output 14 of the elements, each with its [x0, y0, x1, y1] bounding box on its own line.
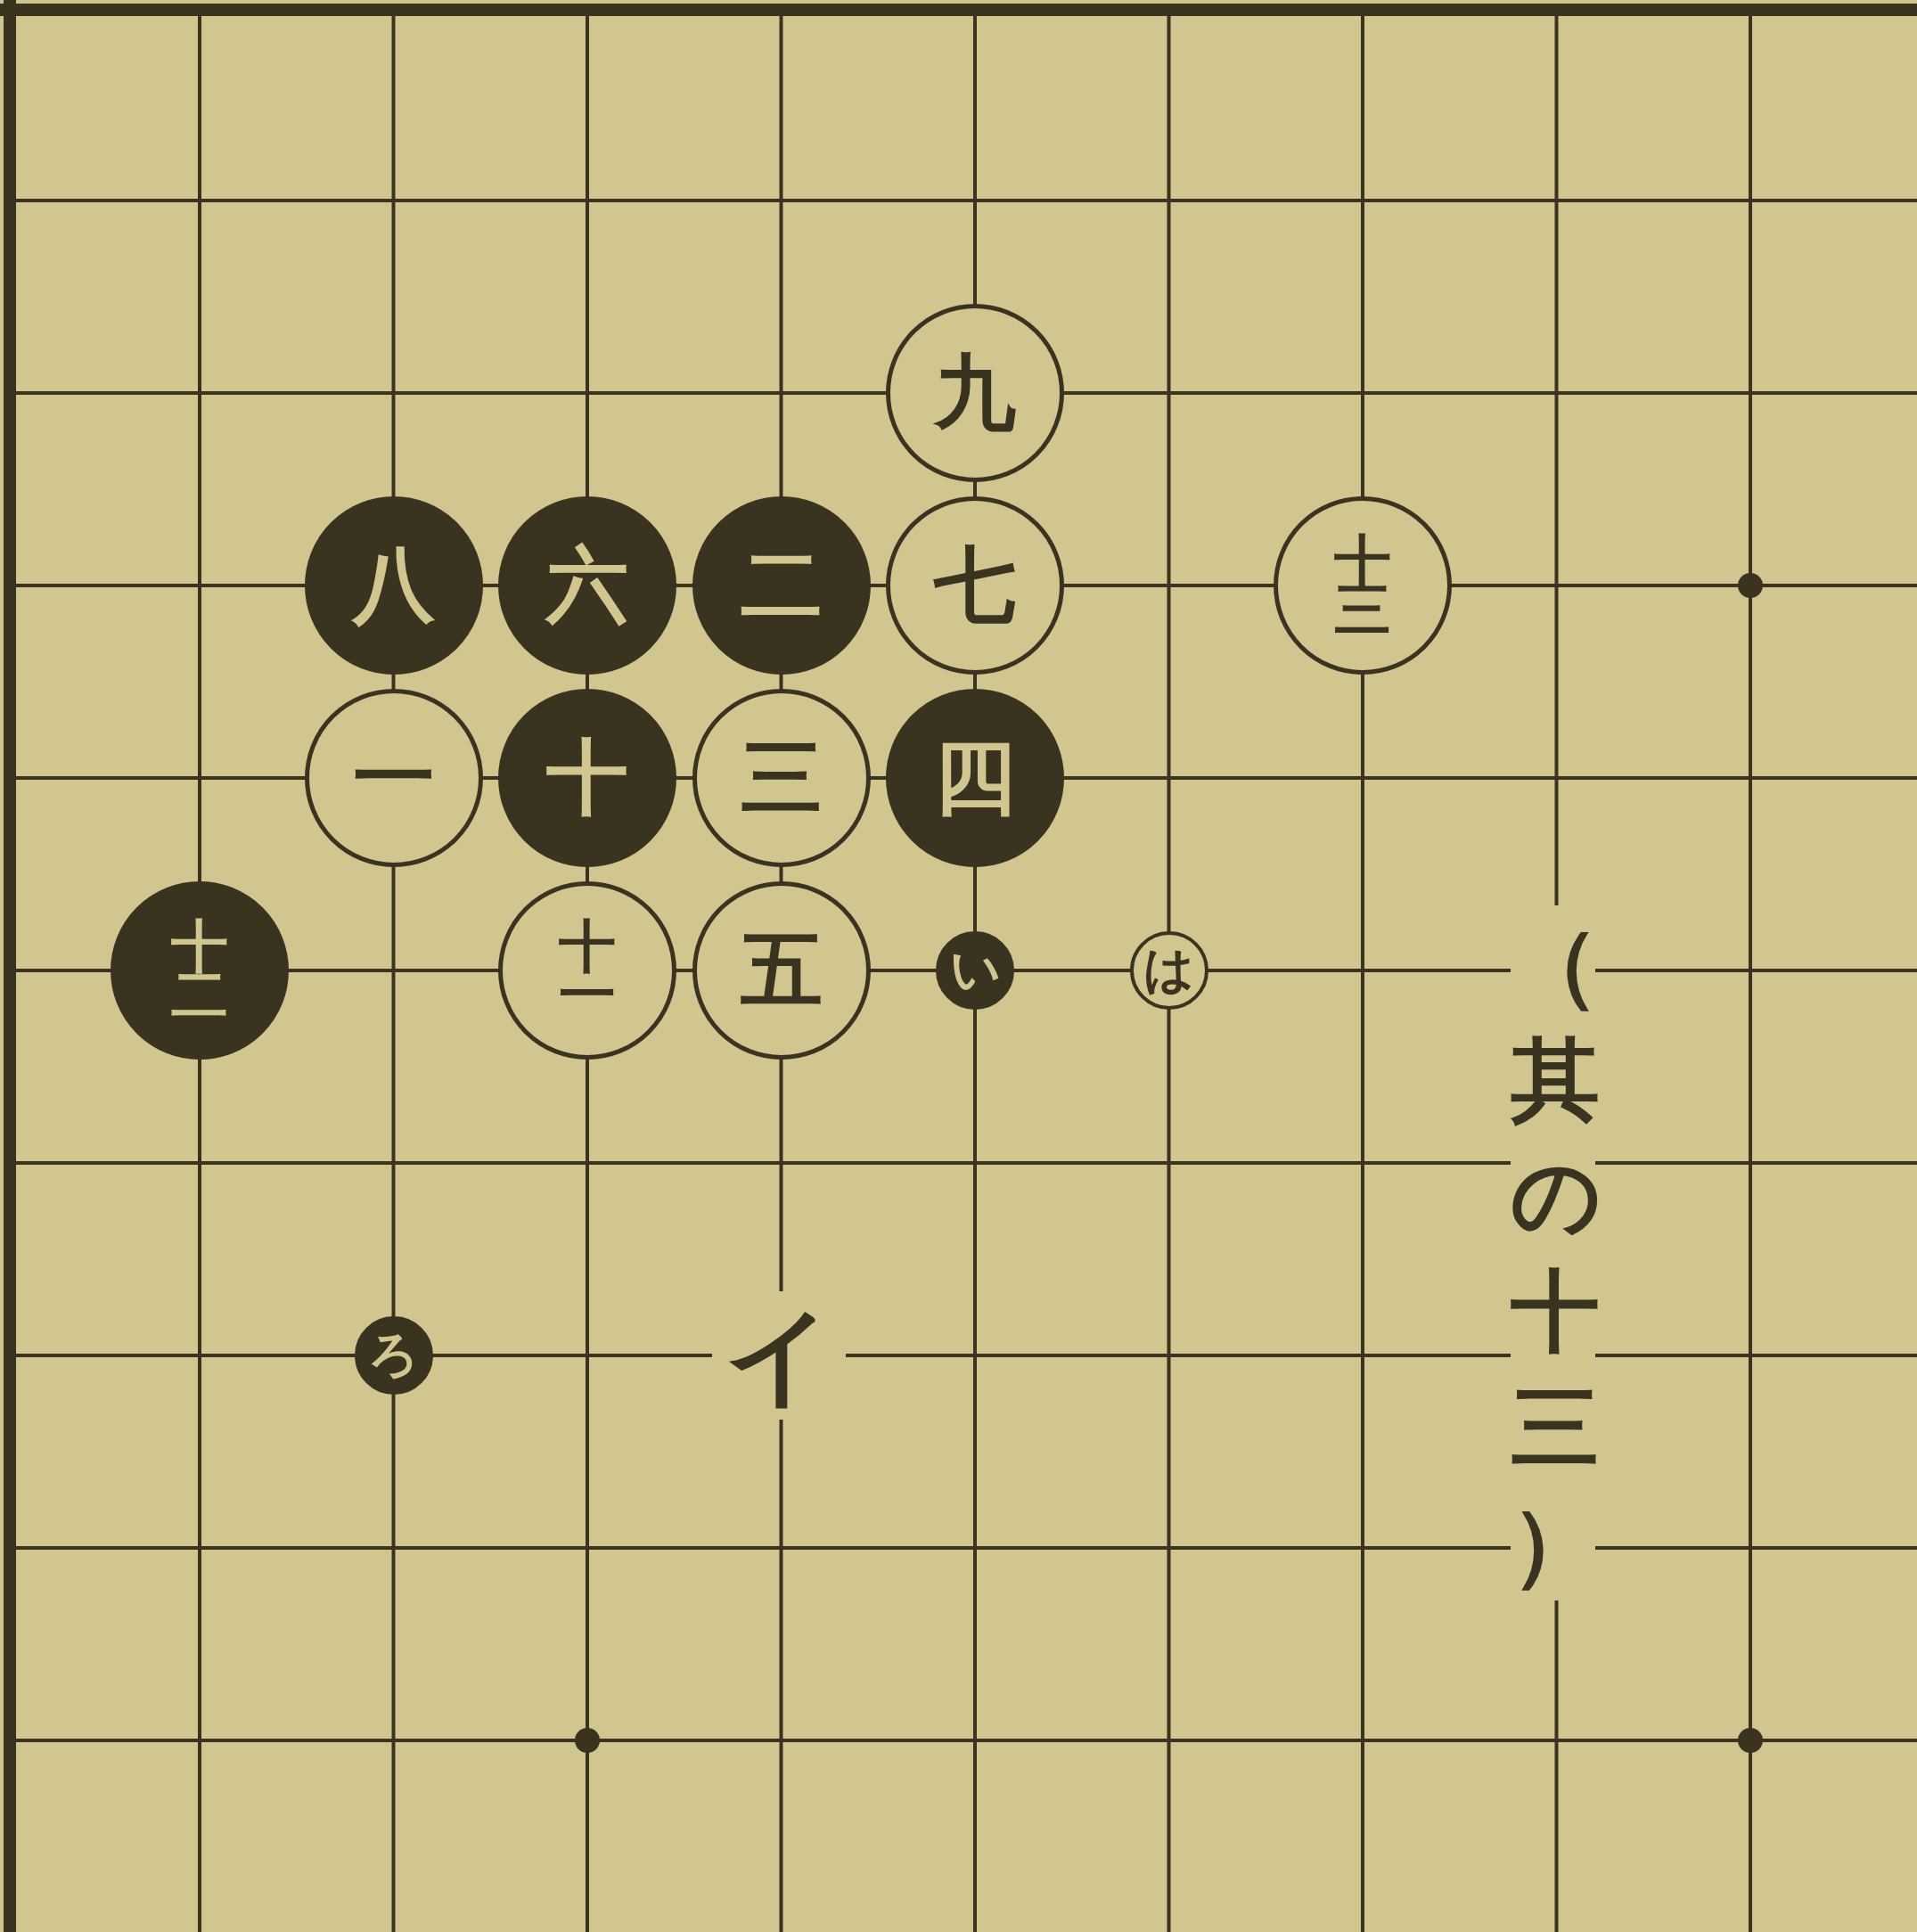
stone-number: ろ: [368, 1323, 419, 1385]
stone-number: 七: [934, 536, 1016, 634]
stone-number: 五: [740, 921, 823, 1019]
stone-number: は: [1143, 938, 1194, 1000]
stone-number: 四: [934, 728, 1016, 827]
stone-number: 二: [740, 536, 823, 634]
stone-number: 一: [352, 728, 435, 827]
stone-number: 十: [546, 728, 628, 827]
position-label: イ: [712, 1291, 846, 1420]
stone-number: 六: [546, 536, 628, 634]
stone-number: 三: [740, 728, 823, 827]
stone-number: 九: [934, 343, 1016, 442]
stone-number: い: [949, 938, 1001, 1000]
stone-number: 八: [352, 536, 435, 634]
